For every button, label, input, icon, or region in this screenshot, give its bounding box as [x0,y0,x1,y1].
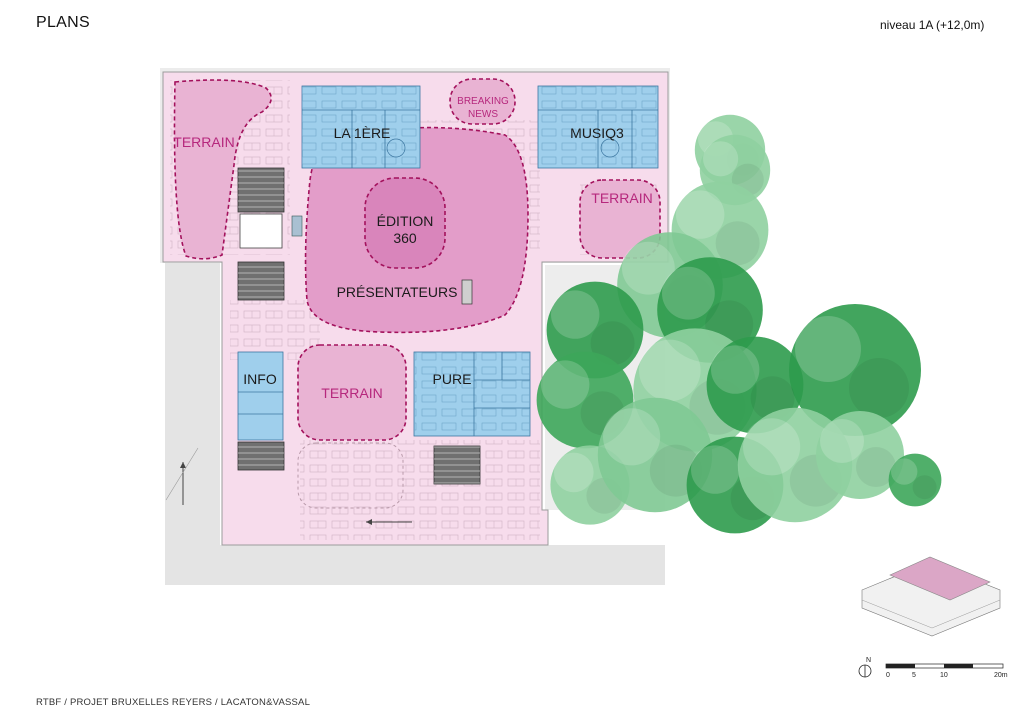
label-info: INFO [243,371,277,387]
studio-info[interactable] [237,351,284,441]
label-news: NEWS [468,109,498,120]
zone-terrain-right[interactable] [579,179,661,259]
label-terrain-left: TERRAIN [173,134,234,150]
label-musiq3: MUSIQ3 [570,125,624,141]
studio-la-1ere[interactable] [301,85,421,169]
label-edition: ÉDITION [377,213,434,229]
core-stairs-east [433,445,481,485]
zone-terrain-center[interactable] [297,344,407,441]
scale-tick-20m: 20m [994,672,1008,679]
scale-tick-0: 0 [886,672,890,679]
core-stairs-south [237,441,285,471]
arrow-north [165,447,199,505]
studio-musiq3[interactable] [537,85,659,169]
arrow-west [366,519,412,525]
label-terrain-right: TERRAIN [591,190,652,206]
scale-tick-10: 10 [940,672,948,679]
label-breaking: BREAKING [457,96,509,107]
footer-credit: RTBF / PROJET BRUXELLES REYERS / LACATON… [36,697,311,708]
label-terrain-center: TERRAIN [321,385,382,401]
core-stairs-mid [237,261,285,301]
page-title: PLANS [36,14,90,31]
core-stairs-north [237,167,285,249]
zone-terrain-left[interactable] [173,79,272,260]
label-pure: PURE [433,371,472,387]
studio-pure[interactable] [413,351,531,437]
zone-breaking-news[interactable] [449,78,516,125]
scale-tick-5: 5 [912,672,916,679]
scale-bar: 0 5 10 20m [885,663,1008,679]
label-presentateurs: PRÉSENTATEURS [337,284,458,300]
axonometric-key [861,556,1001,637]
zone-lounge-outline [297,442,404,509]
zone-edition-360[interactable] [364,177,446,269]
label-la-1ere: LA 1ÈRE [334,125,391,141]
north-letter: N [866,657,871,664]
label-360: 360 [393,230,417,246]
stair-small [291,215,473,305]
level-label: niveau 1A (+12,0m) [880,18,985,32]
north-arrow: N [858,657,872,678]
